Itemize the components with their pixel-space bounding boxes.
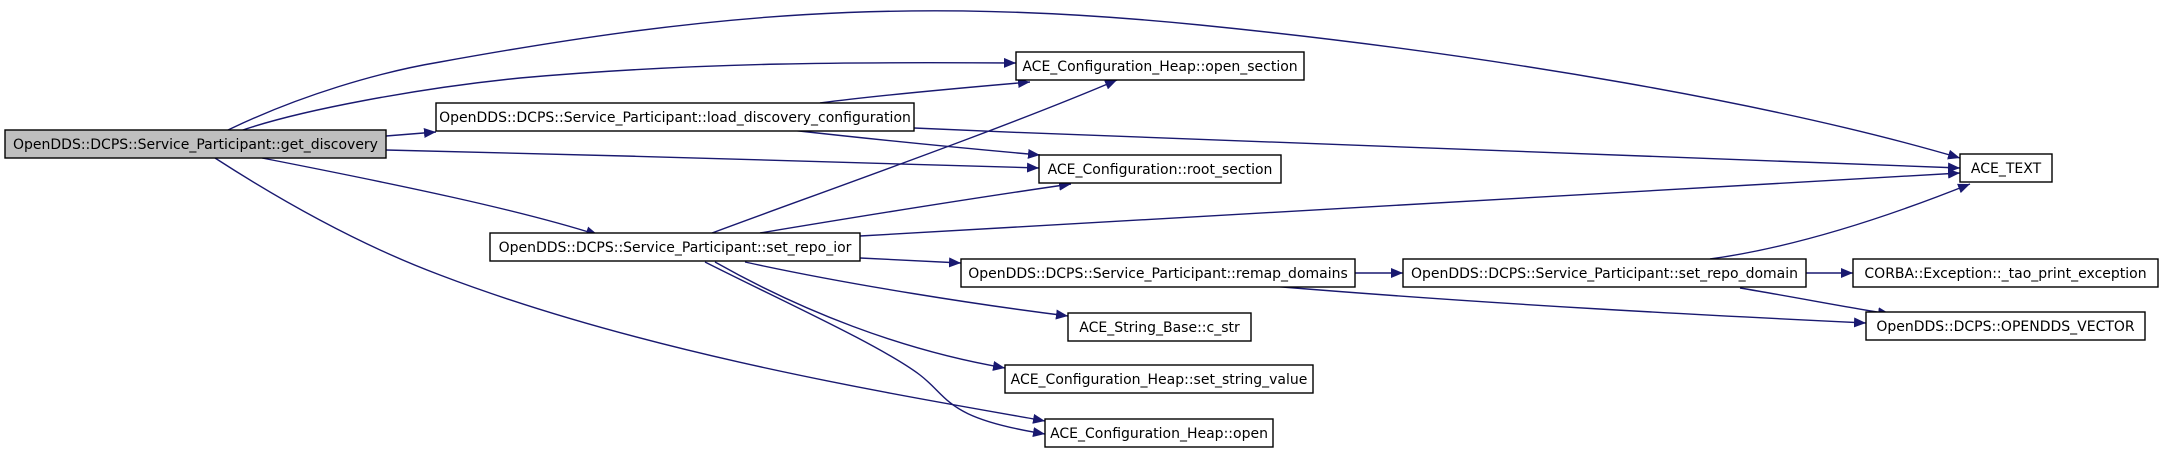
edge-set-repo-ior-to-remap-domains xyxy=(859,257,962,268)
node-remap-domains[interactable]: OpenDDS::DCPS::Service_Participant::rema… xyxy=(960,258,1356,288)
node-tao-print-exception-label: CORBA::Exception::_tao_print_exception xyxy=(1864,266,2146,282)
edge-load-discovery-configuration-to-ace-text xyxy=(913,127,1961,173)
node-get-discovery-label: OpenDDS::DCPS::Service_Participant::get_… xyxy=(13,137,378,153)
node-heap-open[interactable]: ACE_Configuration_Heap::open xyxy=(1044,418,1274,448)
node-heap-open-label: ACE_Configuration_Heap::open xyxy=(1050,426,1268,442)
node-c-str-label: ACE_String_Base::c_str xyxy=(1079,320,1240,336)
node-set-string-value-label: ACE_Configuration_Heap::set_string_value xyxy=(1011,372,1308,388)
node-ace-text-label: ACE_TEXT xyxy=(1971,161,2042,177)
node-opendds-vector-label: OpenDDS::DCPS::OPENDDS_VECTOR xyxy=(1876,319,2135,335)
node-remap-domains-label: OpenDDS::DCPS::Service_Participant::rema… xyxy=(968,266,1348,282)
node-tao-print-exception[interactable]: CORBA::Exception::_tao_print_exception xyxy=(1852,258,2159,288)
node-ace-text[interactable]: ACE_TEXT xyxy=(1959,153,2053,183)
edge-load-discovery-configuration-to-root-section xyxy=(789,129,1041,159)
node-open-section[interactable]: ACE_Configuration_Heap::open_section xyxy=(1015,51,1305,81)
node-set-string-value[interactable]: ACE_Configuration_Heap::set_string_value xyxy=(1004,364,1314,394)
edge-load-discovery-configuration-to-open-section xyxy=(819,78,1031,104)
edge-remap-domains-to-opendds-vector xyxy=(1269,285,1867,328)
node-load-discovery-configuration[interactable]: OpenDDS::DCPS::Service_Participant::load… xyxy=(435,102,915,132)
edge-get-discovery-to-load-discovery-configuration xyxy=(385,127,437,138)
edge-set-repo-domain-to-opendds-vector xyxy=(1739,287,1891,318)
edge-get-discovery-to-root-section xyxy=(385,149,1040,173)
node-c-str[interactable]: ACE_String_Base::c_str xyxy=(1067,312,1252,342)
node-set-repo-ior[interactable]: OpenDDS::DCPS::Service_Participant::set_… xyxy=(489,232,861,262)
edge-get-discovery-to-set-repo-ior xyxy=(261,157,599,237)
node-get-discovery[interactable]: OpenDDS::DCPS::Service_Participant::get_… xyxy=(4,129,387,159)
edge-get-discovery-to-heap-open xyxy=(214,157,1046,424)
node-root-section-label: ACE_Configuration::root_section xyxy=(1048,162,1273,178)
edge-get-discovery-to-open-section xyxy=(239,57,1017,132)
edge-set-repo-ior-to-heap-open xyxy=(704,261,1046,438)
node-opendds-vector[interactable]: OpenDDS::DCPS::OPENDDS_VECTOR xyxy=(1865,311,2146,341)
edge-set-repo-domain-to-ace-text xyxy=(1709,183,1971,260)
node-open-section-label: ACE_Configuration_Heap::open_section xyxy=(1022,59,1297,75)
edge-set-repo-ior-to-open-section xyxy=(711,79,1118,234)
node-set-repo-ior-label: OpenDDS::DCPS::Service_Participant::set_… xyxy=(499,240,852,256)
edge-set-repo-ior-to-root-section xyxy=(759,180,1072,234)
node-load-discovery-configuration-label: OpenDDS::DCPS::Service_Participant::load… xyxy=(439,110,911,126)
edge-set-repo-ior-to-c-str xyxy=(744,261,1069,320)
node-set-repo-domain[interactable]: OpenDDS::DCPS::Service_Participant::set_… xyxy=(1402,258,1807,288)
node-set-repo-domain-label: OpenDDS::DCPS::Service_Participant::set_… xyxy=(1411,266,1798,282)
edges-layer xyxy=(214,10,1971,438)
node-root-section[interactable]: ACE_Configuration::root_section xyxy=(1038,154,1282,184)
edge-get-discovery-to-ace-text xyxy=(225,10,1961,160)
nodes-layer: OpenDDS::DCPS::Service_Participant::get_… xyxy=(4,51,2159,448)
edge-set-repo-ior-to-ace-text xyxy=(859,168,1961,237)
edge-set-repo-ior-to-set-string-value xyxy=(714,261,1006,371)
